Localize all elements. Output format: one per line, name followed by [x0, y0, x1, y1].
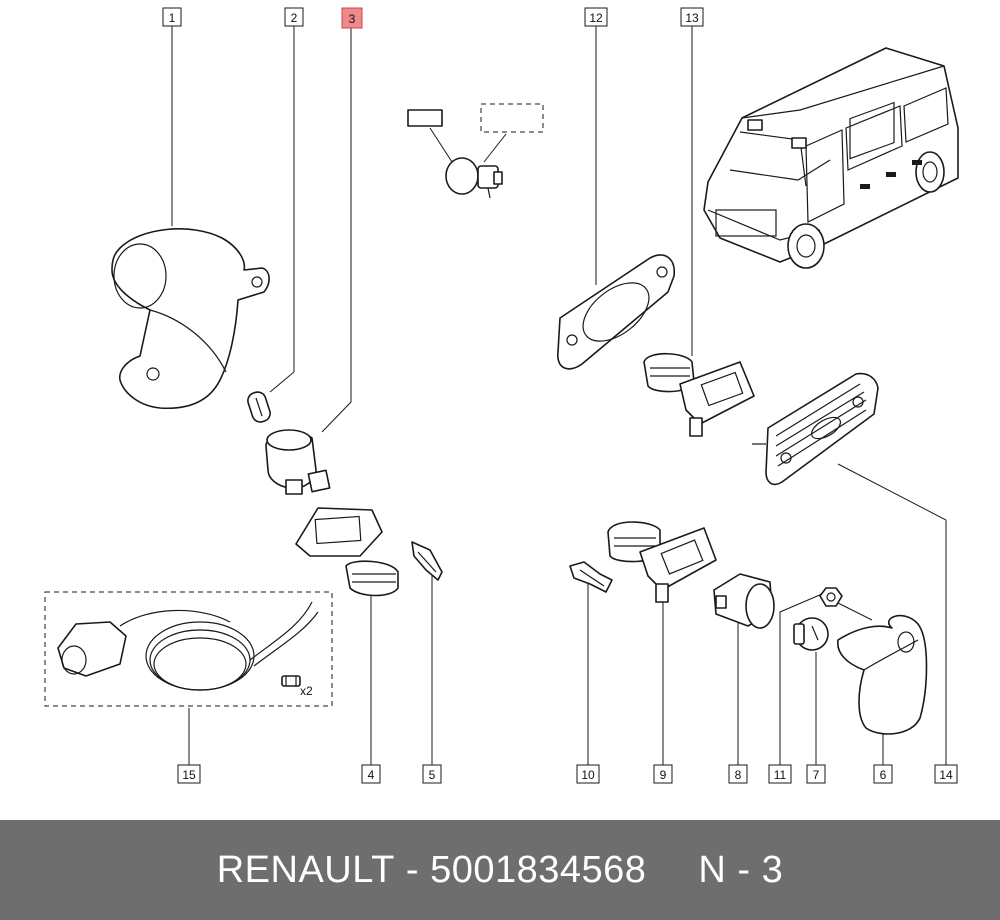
- callout-3: 3: [341, 7, 363, 29]
- part-6-lamp-housing: [837, 614, 928, 735]
- callout-10-label: 10: [581, 768, 595, 782]
- callout-11-label: 11: [774, 768, 787, 782]
- callout-9: 9: [653, 764, 673, 784]
- callout-7: 7: [806, 764, 826, 784]
- callout-1: 1: [162, 7, 182, 27]
- callout-9-label: 9: [660, 768, 667, 782]
- part-2-bulb: [247, 391, 271, 423]
- part-3-bulb-holder: [265, 429, 331, 495]
- part-10-clip: [569, 561, 613, 593]
- part-4-connector: [295, 507, 399, 597]
- callout-12-label: 12: [589, 11, 603, 25]
- callout-8-label: 8: [735, 768, 742, 782]
- part-12-gasket: [557, 254, 675, 370]
- callout-13-label: 13: [685, 11, 699, 25]
- fuse-quantity: x2: [300, 684, 313, 698]
- part-7-bulb: [793, 617, 829, 651]
- part-13-connector: [643, 352, 755, 437]
- part-14-side-lamp: [752, 372, 879, 486]
- callout-10: 10: [576, 764, 600, 784]
- callout-7-label: 7: [813, 768, 820, 782]
- callout-14-label: 14: [939, 768, 953, 782]
- callout-14: 14: [934, 764, 958, 784]
- callout-13: 13: [680, 7, 704, 27]
- part-15-wiring-kit: x2: [44, 591, 333, 707]
- bulb-inset: [407, 103, 544, 199]
- part-number: 5001834568: [430, 848, 647, 891]
- callout-4-label: 4: [368, 768, 375, 782]
- callout-6-label: 6: [880, 768, 887, 782]
- diagram-reference: N - 3: [698, 848, 784, 891]
- callout-2: 2: [284, 7, 304, 27]
- part-9-connector: [607, 521, 717, 603]
- callout-5-label: 5: [429, 768, 436, 782]
- leader-lines: [171, 26, 947, 765]
- callout-8: 8: [728, 764, 748, 784]
- van-illustration: [703, 47, 959, 269]
- callout-6: 6: [873, 764, 893, 784]
- callout-5: 5: [422, 764, 442, 784]
- separator: -: [405, 848, 419, 891]
- part-11-nut: [819, 587, 843, 607]
- callout-12: 12: [584, 7, 608, 27]
- callout-3-label: 3: [349, 12, 356, 26]
- callout-15: 15: [177, 764, 201, 784]
- callout-15-label: 15: [182, 768, 196, 782]
- part-info-footer: RENAULT - 5001834568 N - 3: [0, 820, 1000, 920]
- part-8-socket: [713, 573, 775, 629]
- callout-11: 11: [768, 764, 792, 784]
- exploded-parts-diagram: x2 1 2 3 12 13 15 4 5 10 9 8: [44, 7, 959, 784]
- brand-name: RENAULT: [216, 848, 395, 891]
- callout-4: 4: [361, 764, 381, 784]
- part-5-clip: [411, 541, 443, 581]
- callout-1-label: 1: [169, 11, 176, 25]
- callout-2-label: 2: [291, 11, 298, 25]
- part-1-housing: [111, 228, 270, 410]
